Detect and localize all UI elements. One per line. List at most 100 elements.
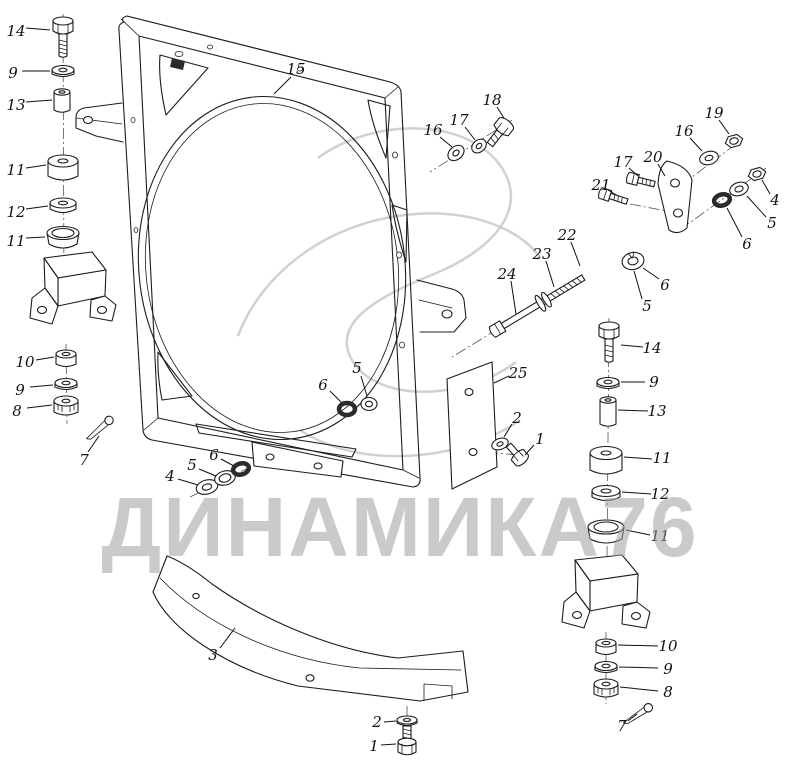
deflector-panel [152, 555, 469, 702]
leader-line-4 [761, 179, 771, 195]
leader-line-12 [621, 491, 652, 495]
fan-shroud-frame [75, 15, 467, 488]
bushing-6-shroud [336, 400, 358, 418]
left-mount-bracket [29, 251, 117, 325]
leader-line-8 [619, 686, 659, 692]
leader-line-24 [510, 280, 517, 315]
part-number-13: 13 [647, 402, 666, 420]
cushion-11-left-upper [47, 154, 79, 181]
cotter-pin-7-left [86, 415, 114, 440]
leader-line-11 [25, 164, 47, 169]
leader-line-23 [545, 260, 555, 288]
bushing-6-right [711, 192, 733, 208]
leader-line-6 [642, 267, 660, 280]
part-number-9: 9 [15, 381, 25, 399]
bolt-17-right [625, 171, 656, 188]
washer-9-right-lower [594, 660, 618, 674]
leader-line-6 [726, 207, 743, 238]
castle-nut-8-left [53, 395, 79, 416]
leader-line-20 [657, 163, 666, 177]
leader-line-22 [570, 241, 581, 267]
part-number-1: 1 [369, 737, 379, 755]
leader-line-16 [689, 137, 703, 152]
leader-line-5 [198, 468, 217, 477]
part-number-6: 6 [209, 446, 219, 464]
leader-line-6 [329, 390, 343, 404]
leader-line-14 [620, 344, 644, 348]
part-number-14: 14 [6, 22, 25, 40]
leader-line-5 [360, 375, 368, 397]
part-number-10: 10 [15, 353, 35, 371]
part-number-4: 4 [769, 191, 780, 209]
part-number-11: 11 [6, 161, 25, 179]
bushing-10-right [595, 638, 617, 656]
leader-line-2 [383, 720, 397, 723]
part-number-11: 11 [6, 232, 25, 250]
leader-line-9 [29, 384, 54, 388]
part-number-17: 17 [613, 153, 633, 171]
part-number-11: 11 [650, 527, 669, 545]
part-number-10: 10 [658, 637, 678, 655]
leader-line-1 [524, 444, 535, 456]
watermark-text: ДИНАМИКА76 [101, 480, 698, 574]
part-number-16: 16 [423, 121, 443, 139]
leader-line-14 [25, 27, 51, 31]
leader-line-4 [177, 478, 199, 486]
leader-line-10 [617, 644, 659, 647]
part-number-1: 1 [535, 430, 545, 448]
washer-16-center [447, 144, 465, 162]
part-number-7: 7 [617, 717, 627, 735]
part-number-8: 8 [663, 683, 673, 701]
part-number-13: 13 [6, 96, 25, 114]
cotter-pin-7-right [622, 703, 654, 725]
leader-line-7 [87, 435, 100, 453]
stud-22-24 [488, 274, 586, 338]
leader-line-15 [273, 76, 292, 95]
washer-9-left-lower [54, 377, 78, 391]
leader-line-10 [35, 356, 55, 361]
leader-line-19 [718, 119, 730, 135]
part-number-2: 2 [511, 409, 522, 427]
part-number-9: 9 [663, 660, 673, 678]
castle-nut-8-right [593, 678, 619, 698]
nut-19 [724, 133, 744, 149]
part-number-15: 15 [286, 60, 305, 78]
leader-line-17 [628, 167, 639, 177]
part-number-5: 5 [642, 297, 652, 315]
part-number-4: 4 [164, 467, 175, 485]
bolt-14-right [598, 321, 620, 363]
cup-11-left-lower [46, 225, 80, 249]
bushing-5-shroud [360, 396, 378, 412]
part-number-18: 18 [482, 91, 501, 109]
part-number-12: 12 [6, 203, 25, 221]
part-number-9: 9 [8, 64, 18, 82]
washer-17-center [471, 138, 487, 154]
leader-line-18 [496, 106, 505, 119]
part-number-12: 12 [650, 485, 669, 503]
bolt-21 [598, 187, 629, 205]
part-number-5: 5 [352, 359, 362, 377]
leader-line-1 [380, 743, 397, 746]
part-number-23: 23 [531, 245, 551, 263]
leader-line-5 [633, 270, 643, 300]
part-number-9: 9 [649, 373, 659, 391]
part-number-20: 20 [642, 148, 663, 166]
cup-11-right-lower [587, 519, 625, 544]
leader-line-6 [220, 458, 235, 467]
leader-line-8 [26, 404, 53, 409]
leader-line-13 [25, 99, 53, 103]
part-number-7: 7 [79, 451, 89, 469]
leader-line-12 [25, 205, 49, 210]
plate-25 [446, 361, 498, 490]
leader-line-3 [219, 627, 236, 649]
part-number-21: 21 [590, 176, 610, 194]
part-number-6: 6 [660, 276, 670, 294]
part-number-5: 5 [767, 214, 777, 232]
leader-line-25 [493, 375, 510, 384]
part-number-8: 8 [12, 402, 22, 420]
part-number-6: 6 [318, 376, 328, 394]
leader-line-2 [503, 423, 513, 438]
part-number-17: 17 [449, 111, 469, 129]
bolt-1-mid [505, 442, 529, 467]
